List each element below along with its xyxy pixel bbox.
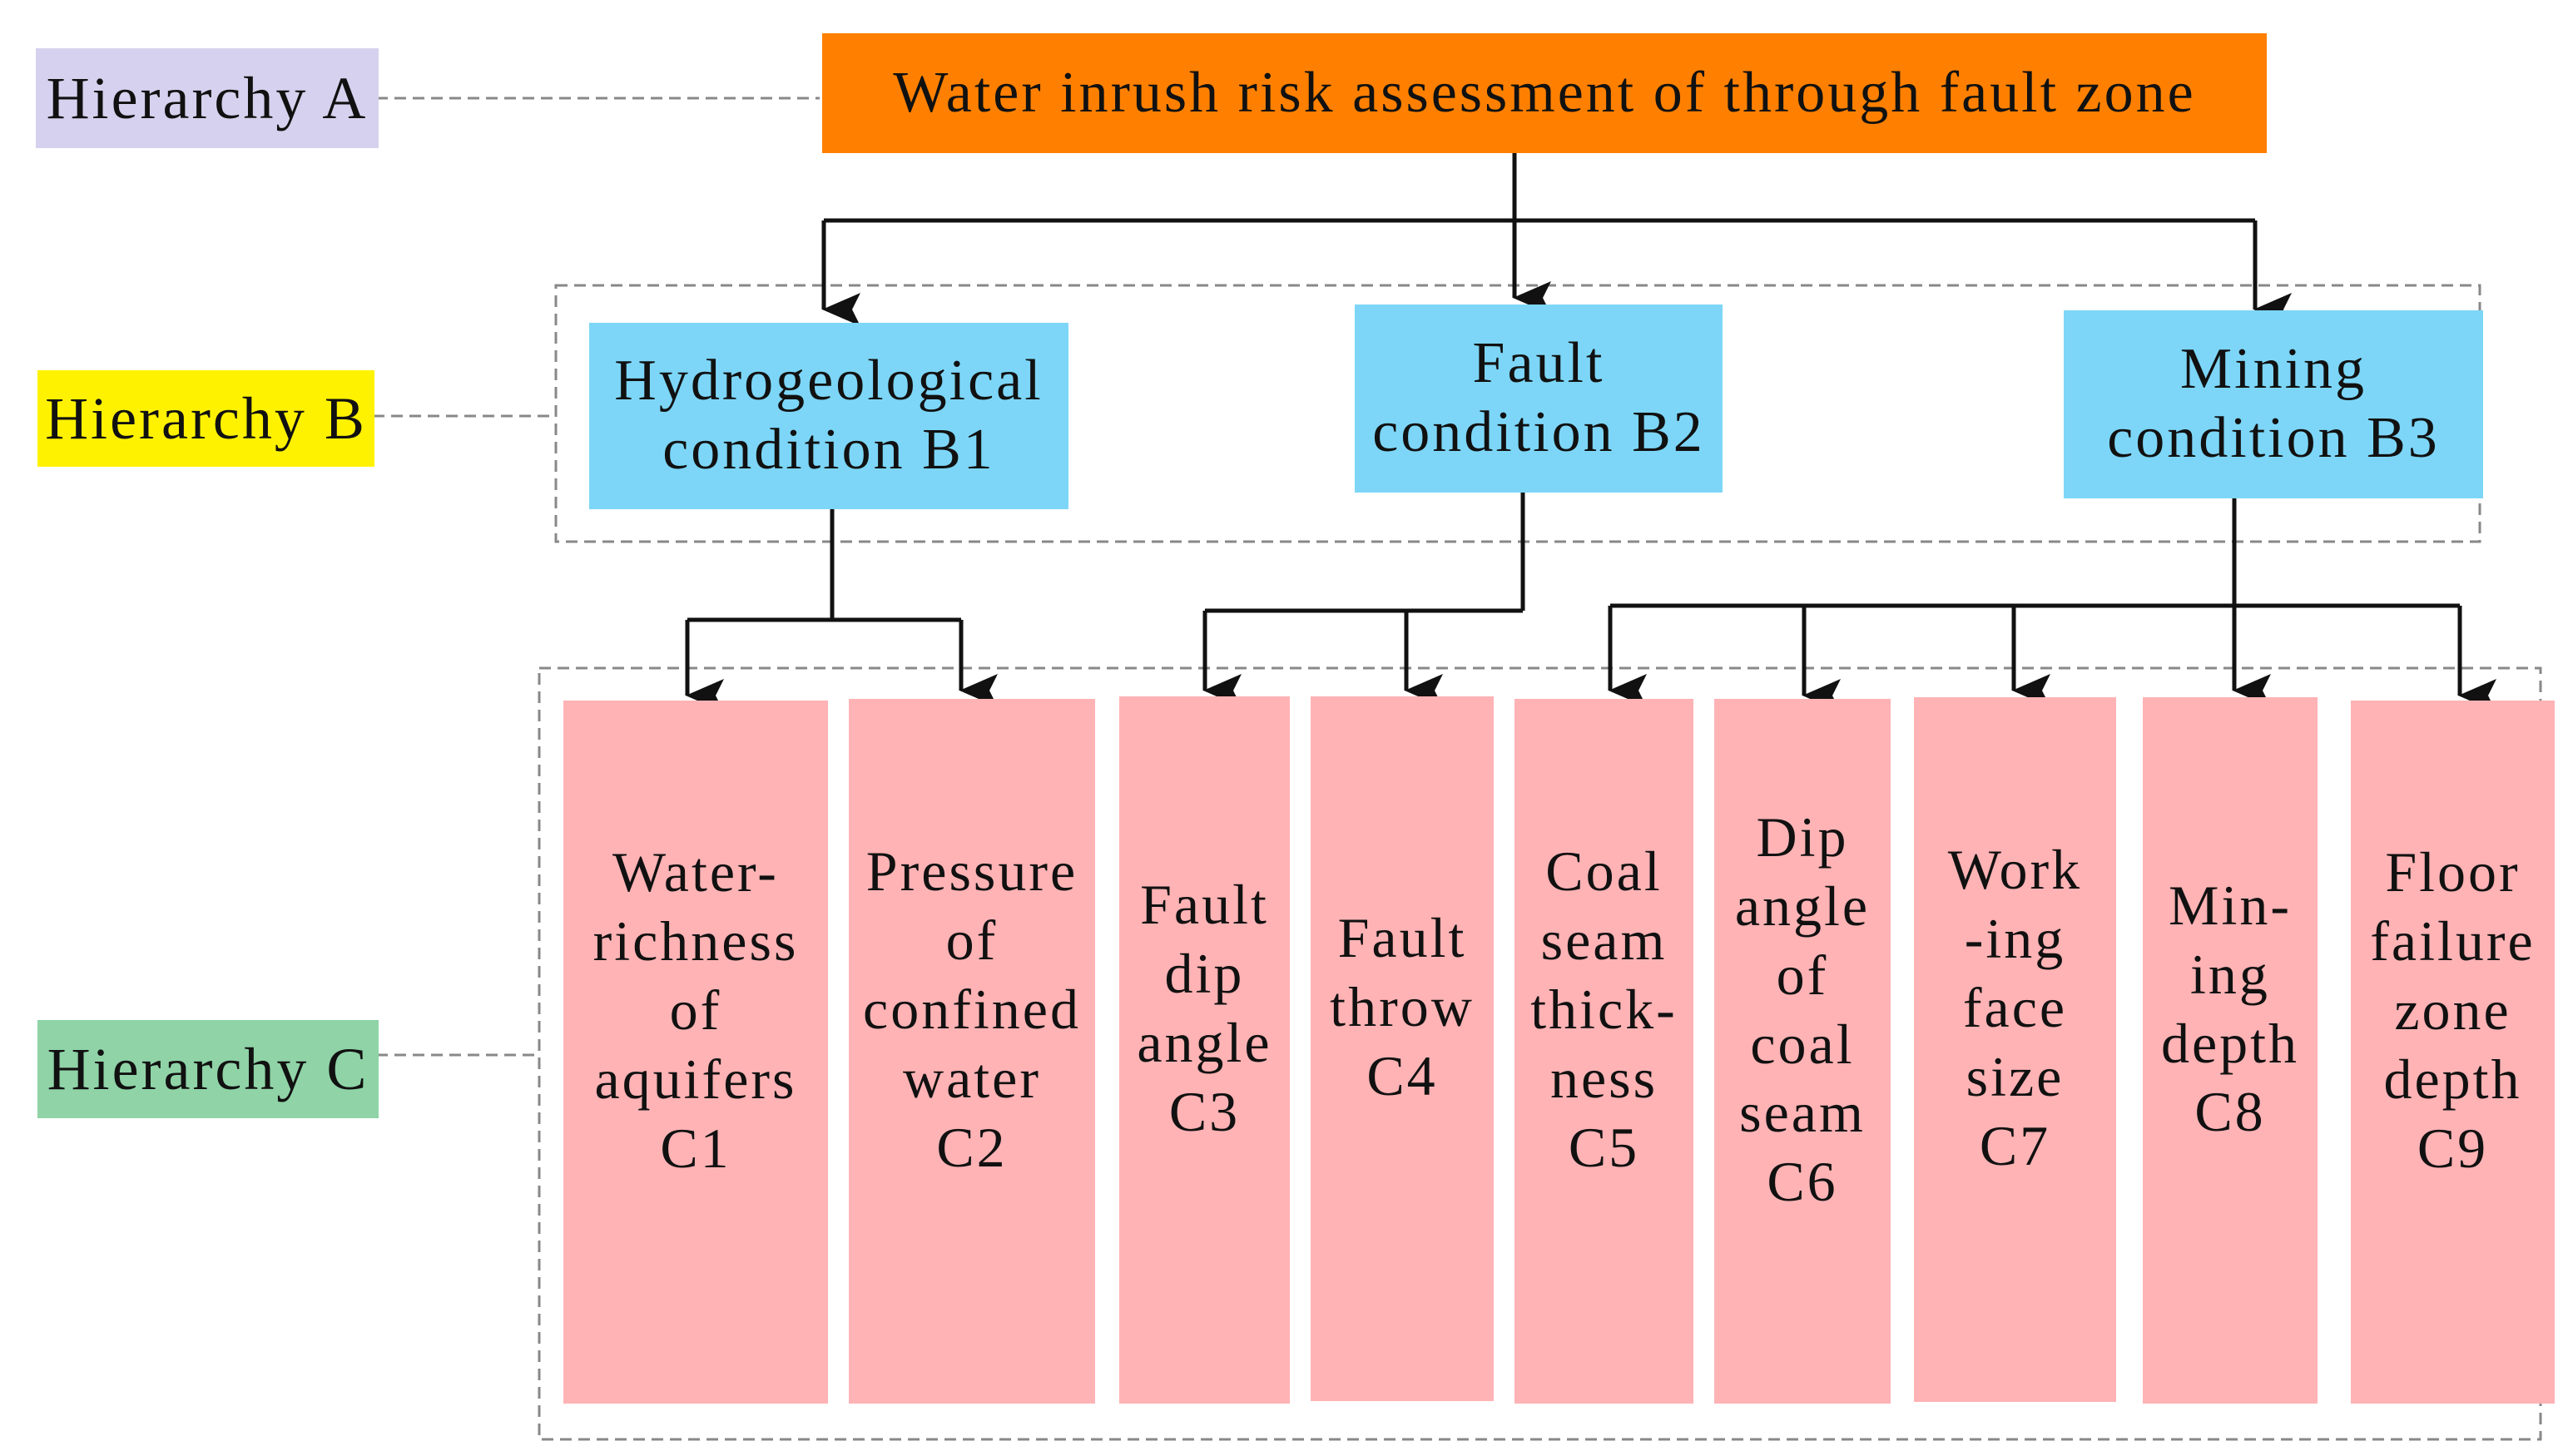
indicator-node-c7: Work -ing face size C7 [1914, 697, 2116, 1402]
indicator-node-c9: Floor failure zone depth C9 [2351, 701, 2555, 1404]
criterion-node-b2: Fault condition B2 [1355, 305, 1723, 493]
indicator-node-c6: Dip angle of coal seam C6 [1714, 699, 1891, 1404]
hierarchy-a-label: Hierarchy A [36, 48, 379, 148]
indicator-node-c8: Min- ing depth C8 [2143, 697, 2318, 1404]
goal-node: Water inrush risk assessment of through … [822, 33, 2267, 153]
criterion-node-b3: Mining condition B3 [2064, 310, 2483, 498]
indicator-node-c1: Water- richness of aquifers C1 [563, 701, 828, 1404]
indicator-node-c2: Pressure of confined water C2 [849, 699, 1095, 1404]
indicator-node-c5: Coal seam thick- ness C5 [1514, 699, 1693, 1404]
hierarchy-b-label: Hierarchy B [37, 370, 374, 467]
indicator-node-c4: Fault throw C4 [1311, 696, 1494, 1401]
criterion-node-b1: Hydrogeological condition B1 [589, 323, 1068, 509]
hierarchy-c-label: Hierarchy C [37, 1020, 379, 1118]
indicator-node-c3: Fault dip angle C3 [1119, 696, 1290, 1404]
